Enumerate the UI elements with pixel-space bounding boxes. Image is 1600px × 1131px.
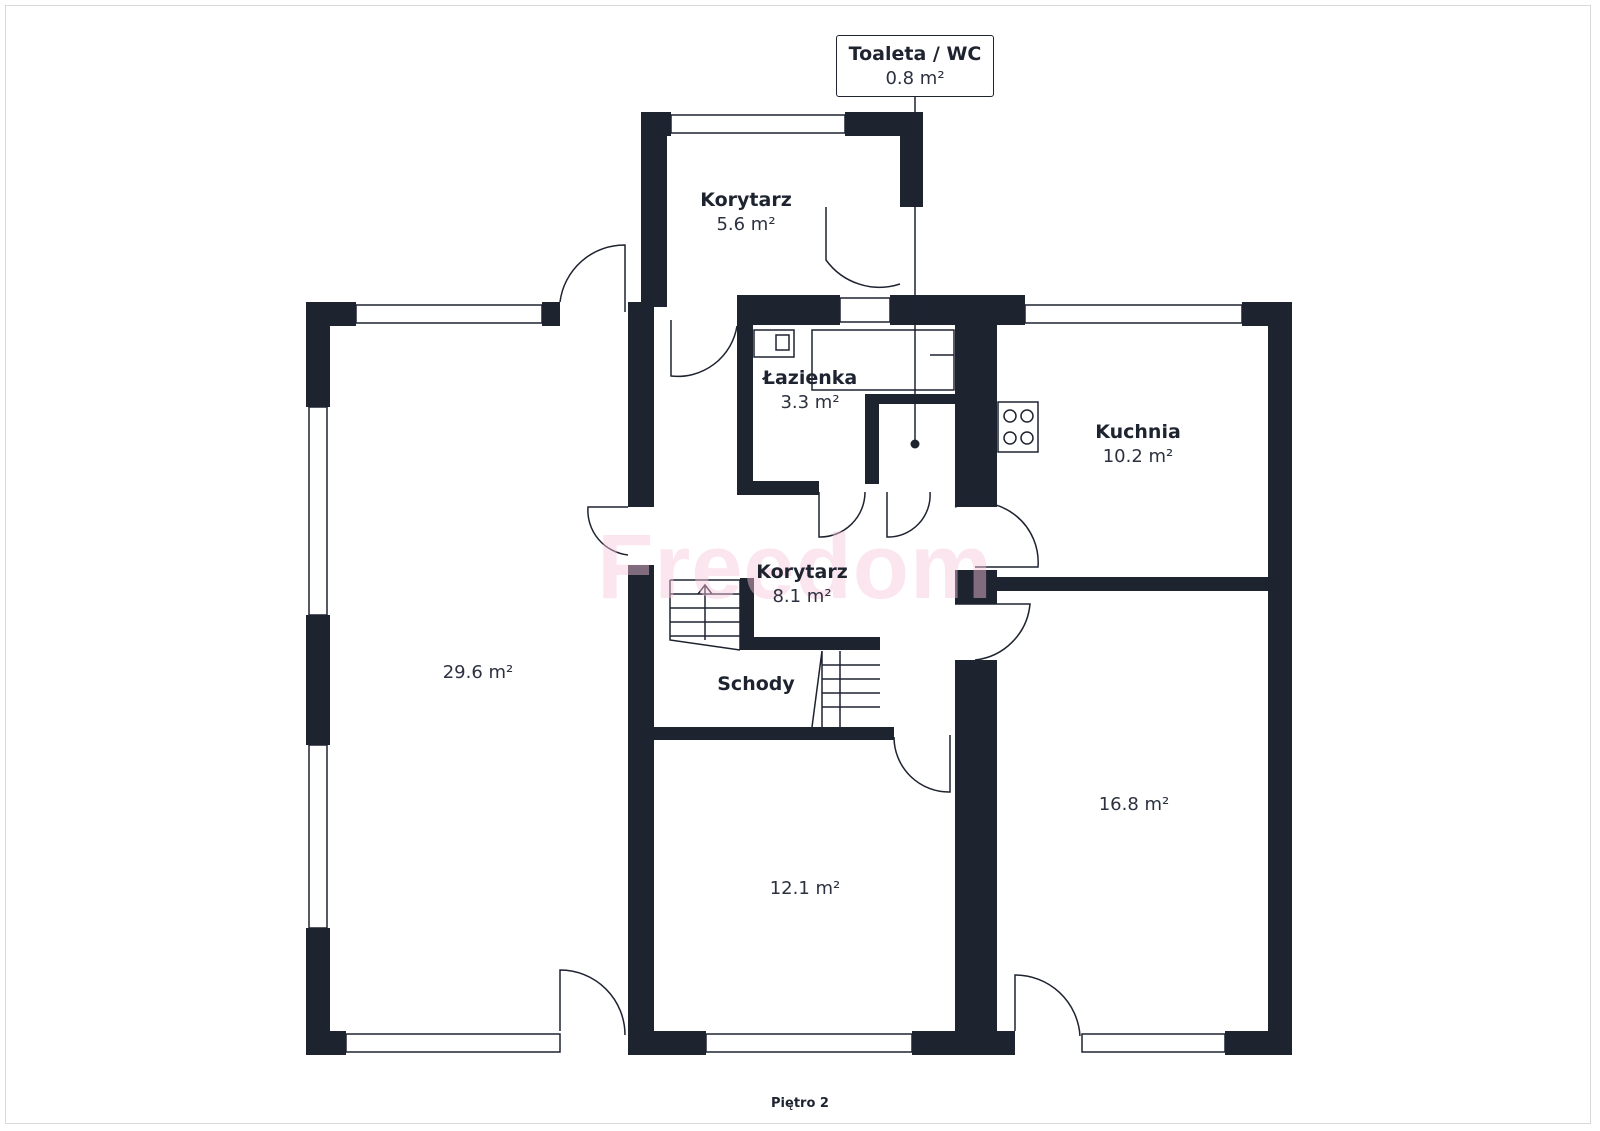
sink-basin	[775, 334, 790, 351]
room-area: 3.3 m²	[780, 392, 840, 413]
wall	[737, 295, 840, 325]
bathtub	[811, 329, 955, 391]
wall	[628, 1031, 706, 1055]
wall	[955, 302, 997, 507]
window	[670, 114, 846, 134]
room-name: Schody	[717, 673, 795, 695]
door	[670, 320, 738, 378]
wall	[306, 302, 330, 407]
wall	[306, 1031, 346, 1055]
toilet-callout: Toaleta / WC 0.8 m²	[836, 35, 994, 97]
wall	[865, 394, 955, 404]
wall	[306, 615, 330, 745]
room-area: 12.1 m²	[769, 878, 841, 899]
door	[825, 207, 901, 289]
room-label-center: 12.1 m²	[770, 876, 841, 902]
wall	[628, 565, 654, 1055]
room-label-kitchen: Kuchnia 10.2 m²	[1095, 420, 1181, 470]
window	[345, 1033, 561, 1053]
room-area: 10.2 m²	[1102, 446, 1174, 467]
room-area: 5.6 m²	[716, 214, 776, 235]
room-area: 0.8 m²	[885, 68, 945, 89]
wall	[542, 302, 560, 326]
room-name: Łazienka	[762, 367, 858, 389]
room-label-corridor-top: Korytarz 5.6 m²	[700, 188, 792, 238]
room-name: Kuchnia	[1095, 421, 1181, 443]
room-area: 29.6 m²	[442, 662, 514, 683]
door	[559, 969, 626, 1036]
room-label-bathroom: Łazienka 3.3 m²	[763, 366, 857, 416]
watermark: Freedom	[597, 516, 993, 618]
room-name: Korytarz	[700, 189, 792, 211]
stair-arrow	[697, 583, 713, 640]
callout-point	[910, 439, 920, 449]
page-frame	[5, 5, 1591, 1124]
door	[559, 244, 626, 312]
wall	[900, 112, 923, 207]
wall	[997, 1031, 1015, 1055]
window	[1024, 304, 1243, 324]
wall	[740, 637, 880, 650]
walls	[306, 112, 1292, 1055]
wall	[654, 727, 894, 740]
door	[818, 491, 866, 538]
wall	[955, 660, 997, 1055]
wall	[740, 578, 754, 650]
room-name: Toaleta / WC	[848, 43, 982, 65]
window	[355, 304, 543, 324]
stairs-treads	[811, 650, 880, 728]
door	[954, 501, 1039, 568]
window	[308, 406, 328, 616]
door	[886, 491, 931, 538]
window	[1081, 1033, 1226, 1053]
room-label-right: 16.8 m²	[1099, 792, 1170, 818]
floor-label: Piętro 2	[771, 1096, 829, 1111]
door	[587, 506, 629, 556]
wall	[955, 570, 997, 604]
room-area: 16.8 m²	[1098, 794, 1170, 815]
room-label-corridor-mid: Korytarz 8.1 m²	[756, 560, 848, 610]
wall	[737, 295, 753, 495]
sink	[753, 329, 795, 358]
wall	[997, 577, 1268, 591]
door	[1014, 974, 1081, 1037]
room-name: Korytarz	[756, 561, 848, 583]
wall	[641, 112, 667, 307]
wall	[1225, 1031, 1292, 1055]
door	[955, 603, 1031, 661]
wall	[865, 394, 879, 484]
room-label-living: 29.6 m²	[443, 660, 514, 686]
window	[705, 1033, 913, 1053]
window	[308, 744, 328, 929]
wall	[628, 302, 654, 507]
wall	[1268, 302, 1292, 1055]
door	[893, 735, 951, 793]
room-label-stairs: Schody	[717, 672, 795, 696]
thin-lines	[308, 97, 1243, 1053]
window	[839, 297, 891, 323]
room-area: 8.1 m²	[772, 586, 832, 607]
stove	[997, 401, 1039, 453]
wall	[737, 481, 819, 495]
